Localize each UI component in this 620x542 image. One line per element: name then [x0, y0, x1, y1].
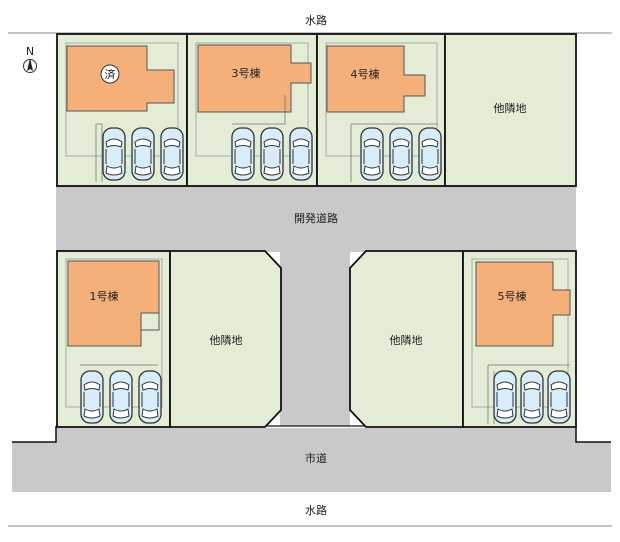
- lot-3: 3号棟: [186, 33, 318, 187]
- lot-4: 4号棟: [316, 33, 446, 187]
- car-icon: [138, 370, 162, 424]
- waterway-top-label: 水路: [305, 14, 327, 27]
- car-icon: [418, 127, 442, 181]
- lot-5-label: 5号棟: [498, 289, 527, 303]
- neighbor-bottom-center-right: 他隣地: [349, 250, 464, 428]
- car-icon: [231, 127, 255, 181]
- lot-4-label: 4号棟: [351, 67, 380, 81]
- neighbor-top-right: 他隣地: [444, 33, 577, 187]
- lot-sold: 済: [56, 33, 188, 187]
- car-icon: [102, 127, 126, 181]
- car-icon: [360, 127, 384, 181]
- lot-1: 1号棟: [56, 250, 171, 428]
- city-road: [12, 425, 611, 492]
- lot-5: 5号棟: [462, 250, 577, 428]
- waterway-bottom-label: 水路: [305, 504, 327, 517]
- car-icon: [109, 370, 133, 424]
- car-icon: [520, 370, 544, 424]
- city-road-label: 市道: [305, 451, 327, 465]
- lot-1-label: 1号棟: [90, 289, 119, 303]
- sold-mark-icon: [100, 64, 120, 84]
- car-icon: [389, 127, 413, 181]
- neighbor-bottom-center-left: 他隣地: [169, 250, 282, 428]
- neighbor-bottom-center-left-label: 他隣地: [210, 333, 243, 347]
- car-icon: [131, 127, 155, 181]
- car-icon: [80, 370, 104, 424]
- neighbor-bottom-center-right-label: 他隣地: [390, 333, 423, 347]
- car-icon: [289, 127, 313, 181]
- car-icon: [547, 370, 571, 424]
- compass-n-label: N: [26, 45, 34, 58]
- development-road: [56, 185, 576, 426]
- car-icon: [160, 127, 184, 181]
- dev-road-label: 開発道路: [294, 211, 338, 225]
- car-icon: [493, 370, 517, 424]
- lot-3-label: 3号棟: [232, 66, 261, 80]
- sold-mark-label: 済: [105, 67, 116, 81]
- car-icon: [260, 127, 284, 181]
- neighbor-top-right-label: 他隣地: [494, 101, 527, 115]
- compass-icon: N: [23, 45, 37, 73]
